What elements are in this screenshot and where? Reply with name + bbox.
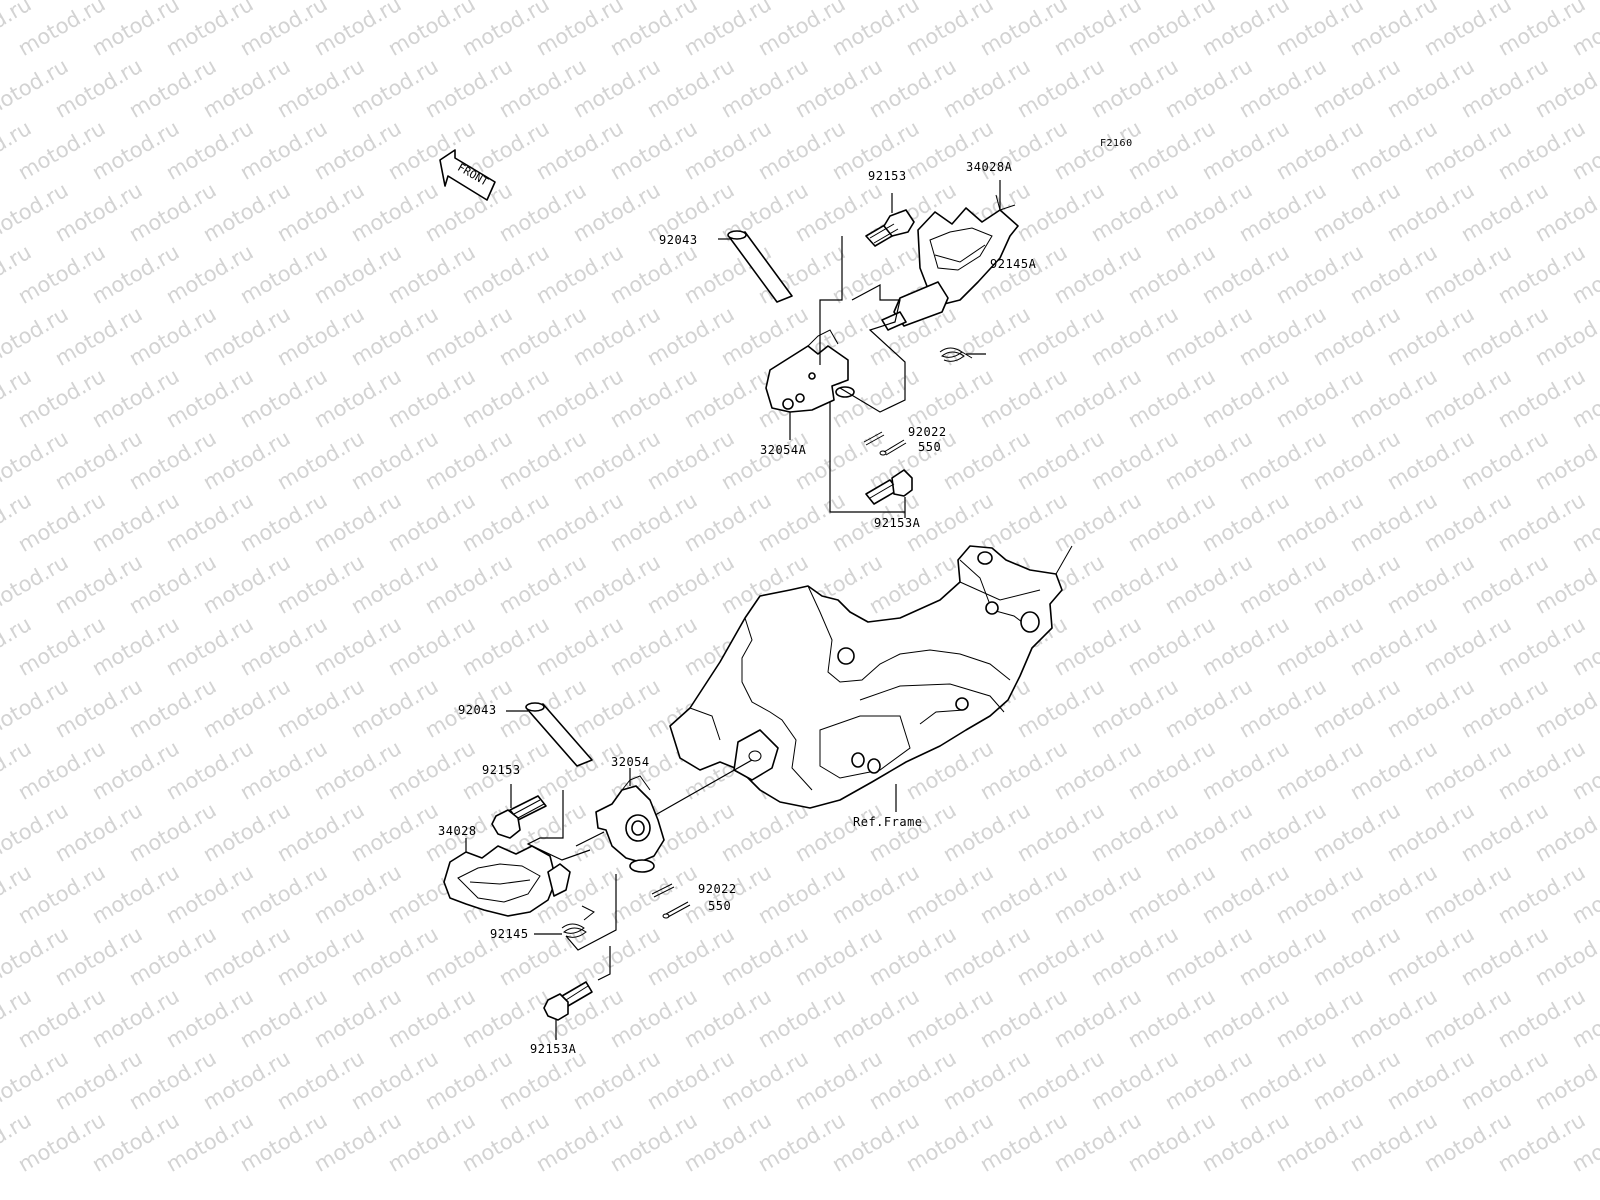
lower-bolt-part	[491, 795, 547, 839]
callout-upper-pin: 92043	[659, 233, 698, 247]
callout-upper-bolt: 92153	[868, 169, 907, 183]
upper-cotter-part	[879, 439, 907, 456]
callout-upper-spring: 92145A	[990, 257, 1037, 271]
upper-assembly	[718, 180, 1019, 518]
callout-lower-pin: 92043	[458, 703, 497, 717]
callout-lower-mount-bolt: 92153A	[530, 1042, 577, 1056]
callout-upper-washer: 92022	[908, 425, 947, 439]
callout-lower-spring: 92145	[490, 927, 529, 941]
callout-lower-washer: 92022	[698, 882, 737, 896]
frame-part	[669, 545, 1073, 809]
callout-lower-cotter: 550	[708, 899, 732, 913]
upper-bolt-part	[865, 209, 915, 247]
upper-bracket-part	[765, 329, 855, 413]
lower-bracket-part	[595, 775, 665, 863]
front-arrow-icon: FRONT	[439, 149, 496, 201]
callout-upper-cotter: 550	[918, 440, 942, 454]
lower-washer-part	[651, 883, 675, 898]
figure-code: F2160	[1100, 138, 1133, 149]
lower-cotter-part	[662, 901, 691, 919]
upper-mount-bolt-part	[865, 469, 913, 505]
callout-frame: Ref.Frame	[853, 815, 923, 829]
lower-footpeg-part	[443, 845, 571, 917]
lower-mount-bolt-part	[543, 981, 593, 1021]
callout-lower-footpeg: 34028	[438, 824, 477, 838]
lower-spring-part	[561, 905, 595, 938]
upper-washer-part	[863, 431, 885, 446]
callout-upper-bracket: 32054A	[760, 443, 807, 457]
upper-footpeg-part	[881, 194, 1019, 331]
lower-pin-part	[525, 702, 593, 767]
callout-upper-mount-bolt: 92153A	[874, 516, 921, 530]
upper-pin-part	[727, 230, 793, 303]
callout-upper-footpeg: 34028A	[966, 160, 1013, 174]
lower-assembly	[443, 702, 691, 1040]
upper-spring-part	[939, 347, 973, 362]
callout-lower-bracket: 32054	[611, 755, 650, 769]
callout-lower-bolt: 92153	[482, 763, 521, 777]
